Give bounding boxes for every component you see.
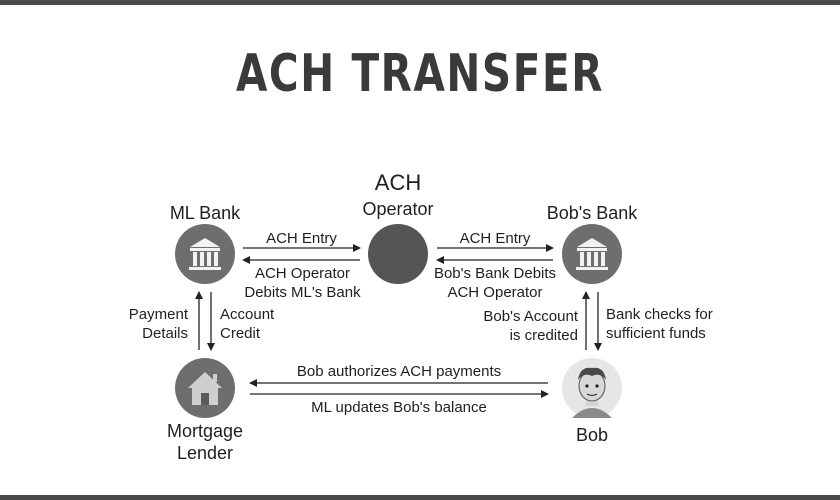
ach-to-ml-label: ACH Operator Debits ML's Bank xyxy=(244,265,361,301)
bob-authorizes-label: Bob authorizes ACH payments xyxy=(296,363,502,380)
ml-bank-circle xyxy=(175,224,235,284)
ach-operator-circle xyxy=(368,224,428,284)
bobs-bank-node xyxy=(562,224,622,284)
ach-operator-node xyxy=(368,224,428,284)
person-avatar-icon xyxy=(572,367,612,418)
ml-updates-label: ML updates Bob's balance xyxy=(311,399,487,416)
bob-label: Bob xyxy=(575,425,609,445)
mortgage-lender-label: Mortgage Lender xyxy=(166,421,244,463)
mortgage-lender-node xyxy=(175,358,235,418)
bobs-bank-circle xyxy=(562,224,622,284)
bank-checks-funds-label: Bank checks for sufficient funds xyxy=(606,306,713,342)
page-title: ACH TRANSFER xyxy=(235,44,605,104)
ach-label: ACH xyxy=(374,170,422,195)
top-border xyxy=(0,0,840,5)
account-credit-label: Account Credit xyxy=(220,306,275,342)
ml-bank-label: ML Bank xyxy=(169,203,241,223)
house-icon xyxy=(188,372,222,405)
bank-icon xyxy=(576,238,608,270)
ml-to-ach-label: ACH Entry xyxy=(266,230,337,247)
ach-to-bobs-bank-label: ACH Entry xyxy=(459,230,531,247)
operator-label: Operator xyxy=(362,199,434,219)
bob-node xyxy=(562,358,622,418)
bobs-account-credited-label: Bob's Account is credited xyxy=(483,308,578,344)
bank-icon xyxy=(189,238,221,270)
bottom-border xyxy=(0,495,840,500)
ml-bank-node xyxy=(175,224,235,284)
bobs-bank-to-ach-label: Bob's Bank Debits ACH Operator xyxy=(433,265,557,301)
bobs-bank-label: Bob's Bank xyxy=(546,203,638,223)
payment-details-label: Payment Details xyxy=(128,306,188,342)
